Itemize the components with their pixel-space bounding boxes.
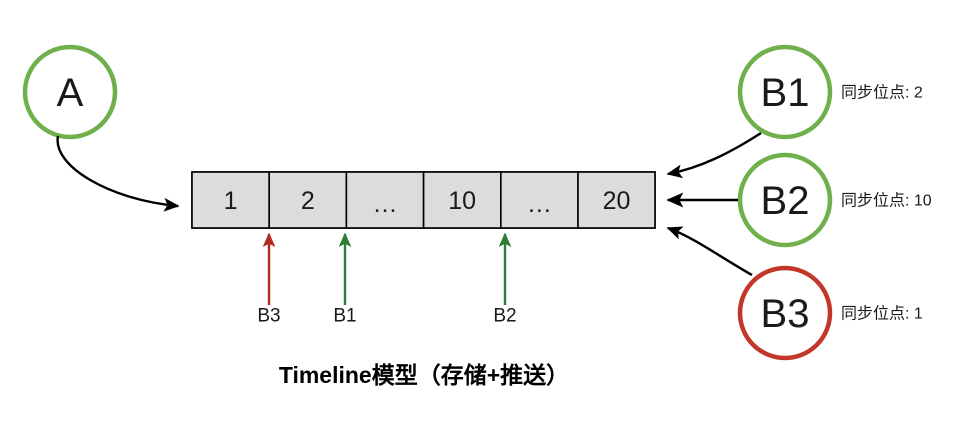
consumer-label: B3 [761, 292, 810, 336]
marker-b1: B1 [333, 232, 357, 327]
timeline-cell-label: 20 [603, 187, 631, 215]
timeline-cell-box [499, 171, 579, 229]
consumer-circle [737, 44, 833, 140]
sync-position-label-b1: 同步位点: 2 [841, 84, 923, 102]
timeline-cell-5[interactable]: 20 [577, 171, 656, 229]
arrow-producer-to-timeline [56, 135, 180, 212]
producer-label: A [57, 71, 84, 115]
sync-position-label-b3: 同步位点: 1 [841, 305, 923, 323]
consumer-label: B2 [761, 179, 810, 223]
timeline-cell-4[interactable]: … [499, 171, 579, 229]
consumer-circle [737, 265, 833, 361]
marker-b3: B3 [257, 232, 281, 327]
timeline-cell-box [191, 171, 270, 229]
consumer-node-b1[interactable]: B1 [737, 44, 833, 140]
timeline-cell-0[interactable]: 1 [191, 171, 270, 229]
marker-label-b3: B3 [257, 306, 280, 327]
timeline-cell-label: 10 [448, 187, 476, 215]
marker-b2: B2 [493, 232, 517, 327]
timeline-cell-box [577, 171, 656, 229]
sync-position-label-b2: 同步位点: 10 [841, 192, 932, 210]
producer-circle [22, 44, 118, 140]
consumer-circle [737, 152, 833, 248]
consumer-node-b2[interactable]: B2 [737, 152, 833, 248]
timeline-cell-box [268, 171, 348, 229]
diagram-title: Timeline模型（存储+推送） [279, 362, 569, 388]
timeline-cell-label: 1 [224, 187, 238, 215]
marker-label-b2: B2 [493, 306, 516, 327]
marker-label-b1: B1 [333, 306, 356, 327]
timeline-cell-label: … [527, 190, 552, 218]
arrow-b3-to-timeline [666, 226, 753, 277]
timeline-track: 1 2 … 10 … [191, 171, 656, 229]
consumer-node-b3[interactable]: B3 [737, 265, 833, 361]
arrow-b1-to-timeline [666, 131, 762, 179]
timeline-cell-box [422, 171, 502, 229]
timeline-cell-label: … [373, 190, 398, 218]
timeline-cell-1[interactable]: 2 [268, 171, 348, 229]
producer-node-a[interactable]: A [22, 44, 118, 140]
timeline-cell-label: 2 [301, 187, 315, 215]
consumer-label: B1 [761, 71, 810, 115]
timeline-cell-3[interactable]: 10 [422, 171, 502, 229]
timeline-cell-2[interactable]: … [345, 171, 425, 229]
